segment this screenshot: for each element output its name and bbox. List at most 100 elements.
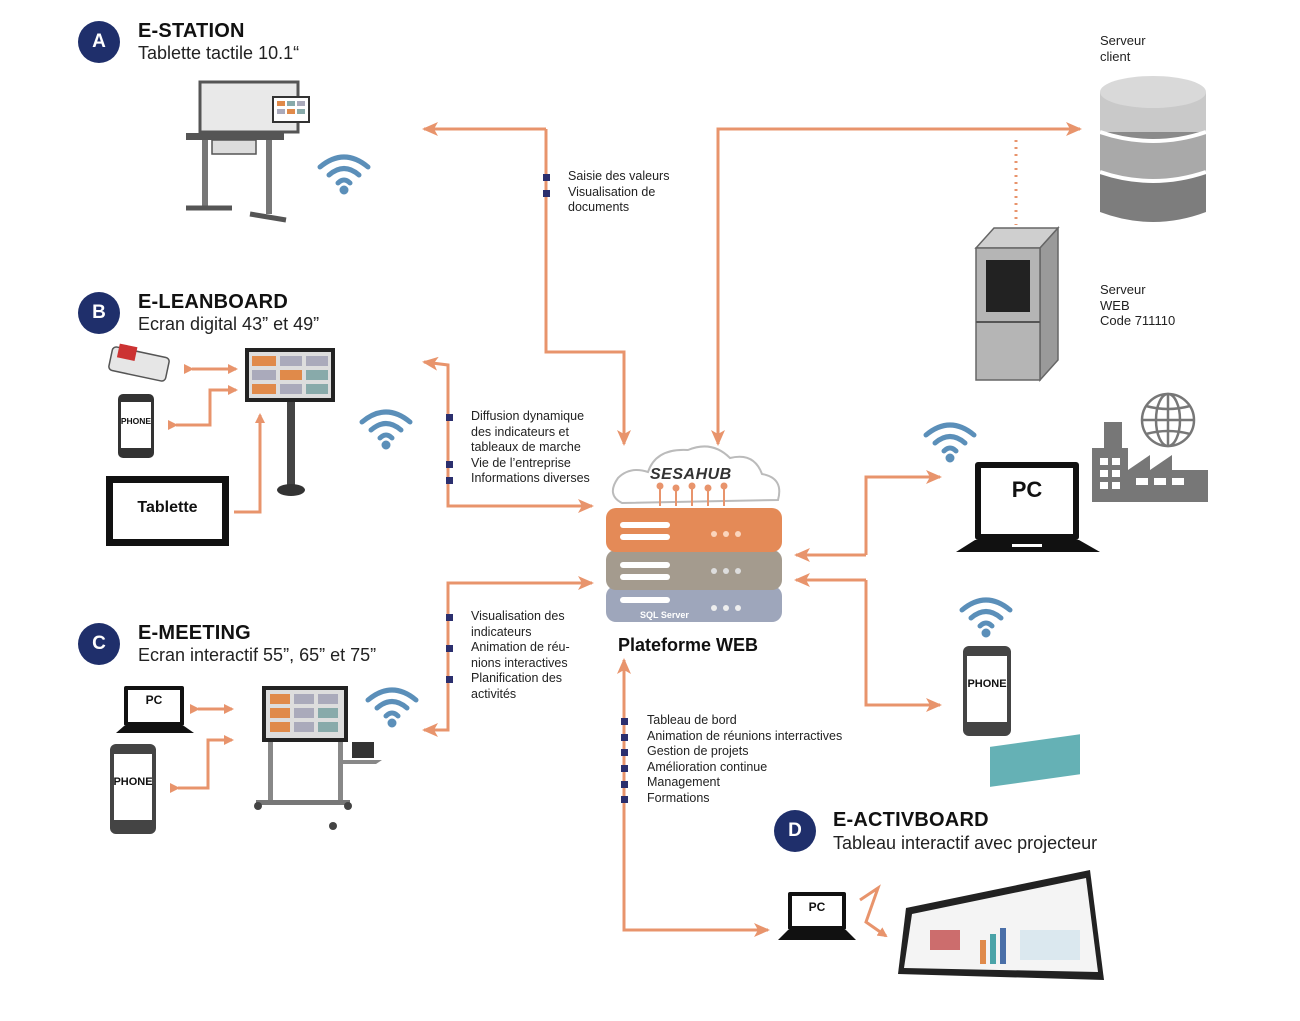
laptop-icon-right — [956, 462, 1100, 552]
arrow-hub-to-pc — [864, 470, 942, 555]
phone-icon-c — [110, 744, 156, 834]
arrow-hub-to-c — [422, 715, 450, 737]
tablet-icon — [106, 476, 229, 546]
server-web-line: Code 711110 — [1100, 313, 1176, 329]
section-badge-c: C — [78, 623, 120, 665]
section-badge-d: D — [774, 810, 816, 852]
phone-icon-b — [118, 394, 154, 458]
tablet-label: Tablette — [137, 499, 198, 516]
notes-b: Diffusion dynamique des indicateurs et t… — [471, 409, 590, 487]
wifi-icon — [365, 687, 419, 728]
bullet-square — [621, 781, 628, 788]
pc-label-right: PC — [1011, 477, 1043, 502]
section-title-d: E-ACTIVBOARD — [833, 809, 989, 831]
bullet-square — [621, 718, 628, 725]
note-line: Saisie des valeurs — [568, 169, 670, 183]
wifi-icon — [317, 154, 371, 195]
pc-label-c: PC — [145, 693, 163, 707]
note-line: Diffusion dynamique — [471, 409, 585, 423]
note-line: Animation de réu- — [471, 640, 570, 655]
note-line: Animation de réunions interractives — [647, 728, 843, 743]
note-line: Management — [647, 775, 720, 790]
section-subtitle-c: Ecran interactif 55”, 65” et 75” — [138, 645, 377, 665]
note-line: Vie de l’entreprise — [471, 455, 571, 470]
usb-key-icon — [108, 343, 170, 382]
bullet-square — [621, 765, 628, 772]
section-subtitle-d: Tableau interactif avec projecteur — [833, 833, 1098, 853]
note-line: activités — [471, 686, 517, 701]
wifi-icon — [359, 409, 413, 450]
arrow-hub-to-d — [622, 700, 770, 937]
server-web-line: Serveur — [1100, 282, 1146, 297]
note-line: Gestion de projets — [647, 744, 749, 759]
server-web-line: WEB — [1100, 297, 1130, 313]
phone-label-b: PHONE — [120, 416, 152, 426]
note-line: tableaux de marche — [471, 440, 581, 455]
bullet-square — [543, 190, 550, 197]
note-line: Visualisation des — [471, 609, 565, 623]
database-icon — [1099, 76, 1207, 222]
bullet-square — [446, 614, 453, 621]
server-client-line: client — [1100, 48, 1131, 64]
section-badge-b: B — [78, 292, 120, 334]
phone-icon-right — [963, 646, 1011, 736]
hub-icon — [606, 445, 782, 622]
arrow-d-pc-board — [859, 884, 888, 938]
hub-cloud-label: SESAHUB — [650, 466, 732, 483]
wifi-icons — [317, 154, 1013, 728]
bullet-square — [621, 734, 628, 741]
arrow-b-tablet-screen — [234, 413, 265, 514]
server-client-label: Serveur client — [1100, 33, 1146, 64]
notes-a: Saisie des valeurs Visualisation de docu… — [568, 169, 669, 216]
arrow-b-to-hub — [446, 365, 594, 513]
activboard-screen — [898, 734, 1104, 980]
section-title-c: E-MEETING — [138, 622, 251, 644]
section-subtitle-b: Ecran digital 43” et 49” — [138, 314, 320, 334]
laptop-icon-d — [778, 892, 856, 940]
section-badge-a: A — [78, 21, 120, 63]
laptop-icon-c — [116, 686, 194, 733]
bullet-square — [446, 461, 453, 468]
e-station-device — [186, 80, 310, 223]
server-web-label: Serveur WEB Code 711110 — [1100, 282, 1175, 329]
wifi-icon — [923, 422, 977, 463]
bullet-square — [621, 796, 628, 803]
pc-label-d: PC — [808, 900, 826, 914]
globe-icon — [1140, 392, 1196, 448]
arrow-hub-to-phone — [864, 580, 942, 712]
hub-db-label: SQL Server — [640, 610, 689, 620]
note-line: documents — [568, 200, 630, 215]
bullet-square — [446, 645, 453, 652]
note-line: Formations — [647, 790, 710, 805]
note-line: Tableau de bord — [647, 713, 737, 727]
notes-c: Visualisation des indicateurs Animation … — [471, 609, 570, 703]
bullet-square — [621, 749, 628, 756]
note-line: Planification des — [471, 671, 563, 686]
section-subtitle-a: Tablette tactile 10.1“ — [138, 43, 300, 63]
notes-d: Tableau de bord Animation de réunions in… — [647, 713, 842, 807]
note-line: des indicateurs et — [471, 424, 569, 439]
server-client-line: Serveur — [1100, 33, 1146, 48]
section-title-a: E-STATION — [138, 20, 245, 42]
note-line: nions interactives — [471, 655, 568, 670]
web-server-icon — [974, 226, 1060, 382]
wifi-icon — [959, 597, 1013, 638]
platform-label: Plateforme WEB — [618, 635, 759, 655]
leanboard-screen — [245, 348, 335, 496]
bullet-square — [446, 676, 453, 683]
meeting-board — [254, 686, 382, 830]
arrow-c-phone-screen — [170, 735, 234, 793]
bullet-square — [543, 174, 550, 181]
arrow-b-phone-screen — [168, 385, 238, 430]
phone-label-right: PHONE — [967, 678, 1007, 690]
arrow-a-to-hub — [544, 129, 631, 446]
note-line: Amélioration continue — [647, 759, 768, 774]
note-line: Informations diverses — [471, 471, 590, 486]
factory-icon — [1092, 422, 1208, 502]
bullet-square — [446, 414, 453, 421]
note-line: Visualisation de — [568, 184, 656, 199]
phone-label-c: PHONE — [113, 776, 153, 788]
connector-arrows — [168, 122, 1082, 938]
note-line: indicateurs — [471, 624, 532, 639]
